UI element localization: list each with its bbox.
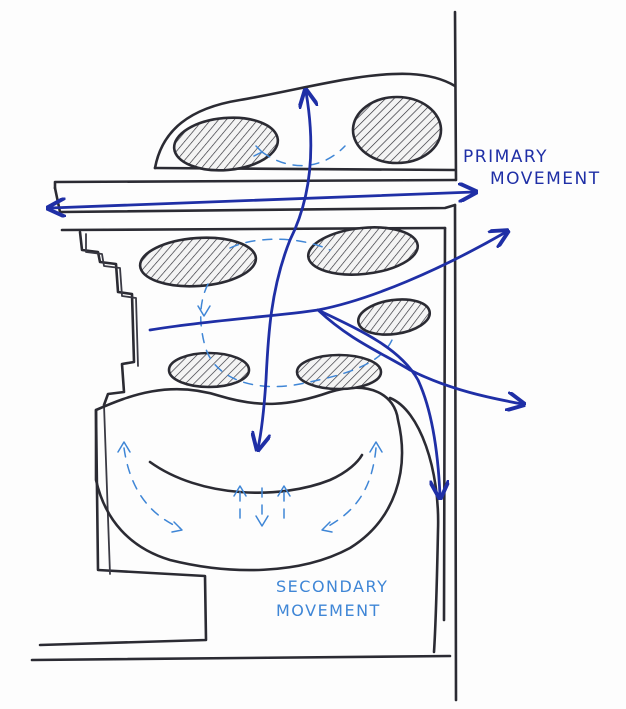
primary-arrow-south [318, 310, 440, 496]
secondary-label-line2: MOVEMENT [276, 601, 381, 620]
primary-label-line1: PRIMARY [463, 147, 548, 167]
island-top-left [172, 114, 280, 175]
island-low-right [297, 355, 381, 389]
secondary-label-line1: SECONDARY [276, 577, 388, 596]
island-mid-right [306, 222, 420, 279]
primary-label-line2: MOVEMENT [490, 169, 601, 189]
central-plaza [96, 388, 402, 570]
island-mid-left [138, 234, 257, 290]
island-low-left [169, 353, 249, 387]
island-top-right [353, 97, 441, 163]
primary-arrow-east-west [50, 192, 474, 208]
island-small-right [356, 295, 432, 339]
primary-movement-paths [50, 92, 522, 496]
